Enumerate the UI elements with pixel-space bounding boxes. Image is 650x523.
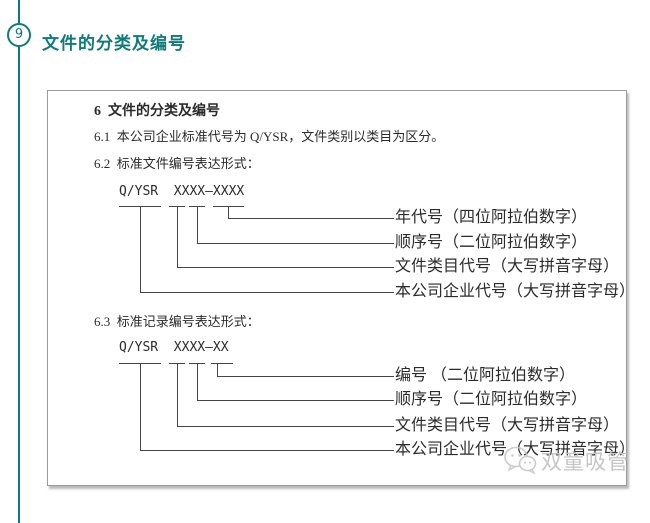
diagram-label: 本公司企业代号（大写拼音字母） (395, 283, 636, 300)
section-number-badge: 9 (7, 23, 31, 47)
connector-line (140, 206, 141, 292)
doc-paragraph-6-1: 6.1 本公司企业标准代号为 Q/YSR，文件类别以类目为区分。 (94, 129, 445, 144)
page-title: 文件的分类及编号 (42, 34, 186, 53)
bracket-bar (211, 363, 233, 364)
doc-paragraph-6-3: 6.3 标准记录编号表达形式： (94, 314, 260, 329)
doc-section-heading: 6 文件的分类及编号 (94, 104, 220, 119)
connector-line (197, 243, 394, 244)
connector-line (140, 292, 394, 293)
connector-line (140, 450, 394, 451)
diagram-label: 编号 （二位阿拉伯数字） (395, 367, 576, 384)
connector-line (177, 206, 178, 267)
diagram-label: 年代号（四位阿拉伯数字） (395, 209, 588, 226)
timeline-rail (18, 0, 20, 523)
connector-line (177, 267, 394, 268)
connector-line (217, 363, 218, 376)
connector-line (197, 206, 198, 243)
diagram-label: 本公司企业代号（大写拼音字母） (395, 441, 636, 458)
connector-line (140, 363, 141, 450)
connector-line (197, 400, 394, 401)
connector-line (177, 363, 178, 426)
diagram-label: 顺序号（二位阿拉伯数字） (395, 391, 588, 408)
code-expression-standard-file: Q/YSR XXXX–XXXX (119, 184, 245, 199)
diagram-label: 文件类目代号（大写拼音字母） (395, 417, 620, 434)
code-expression-standard-record: Q/YSR XXXX–XX (119, 340, 229, 355)
diagram-label: 顺序号（二位阿拉伯数字） (395, 234, 588, 251)
connector-line (177, 426, 394, 427)
connector-line (197, 363, 198, 400)
document-panel: 6 文件的分类及编号 6.1 本公司企业标准代号为 Q/YSR，文件类别以类目为… (47, 90, 635, 486)
connector-line (217, 376, 394, 377)
diagram-label: 文件类目代号（大写拼音字母） (395, 258, 620, 275)
doc-paragraph-6-2: 6.2 标准文件编号表达形式： (94, 156, 260, 171)
connector-line (228, 206, 229, 218)
connector-line (228, 218, 394, 219)
